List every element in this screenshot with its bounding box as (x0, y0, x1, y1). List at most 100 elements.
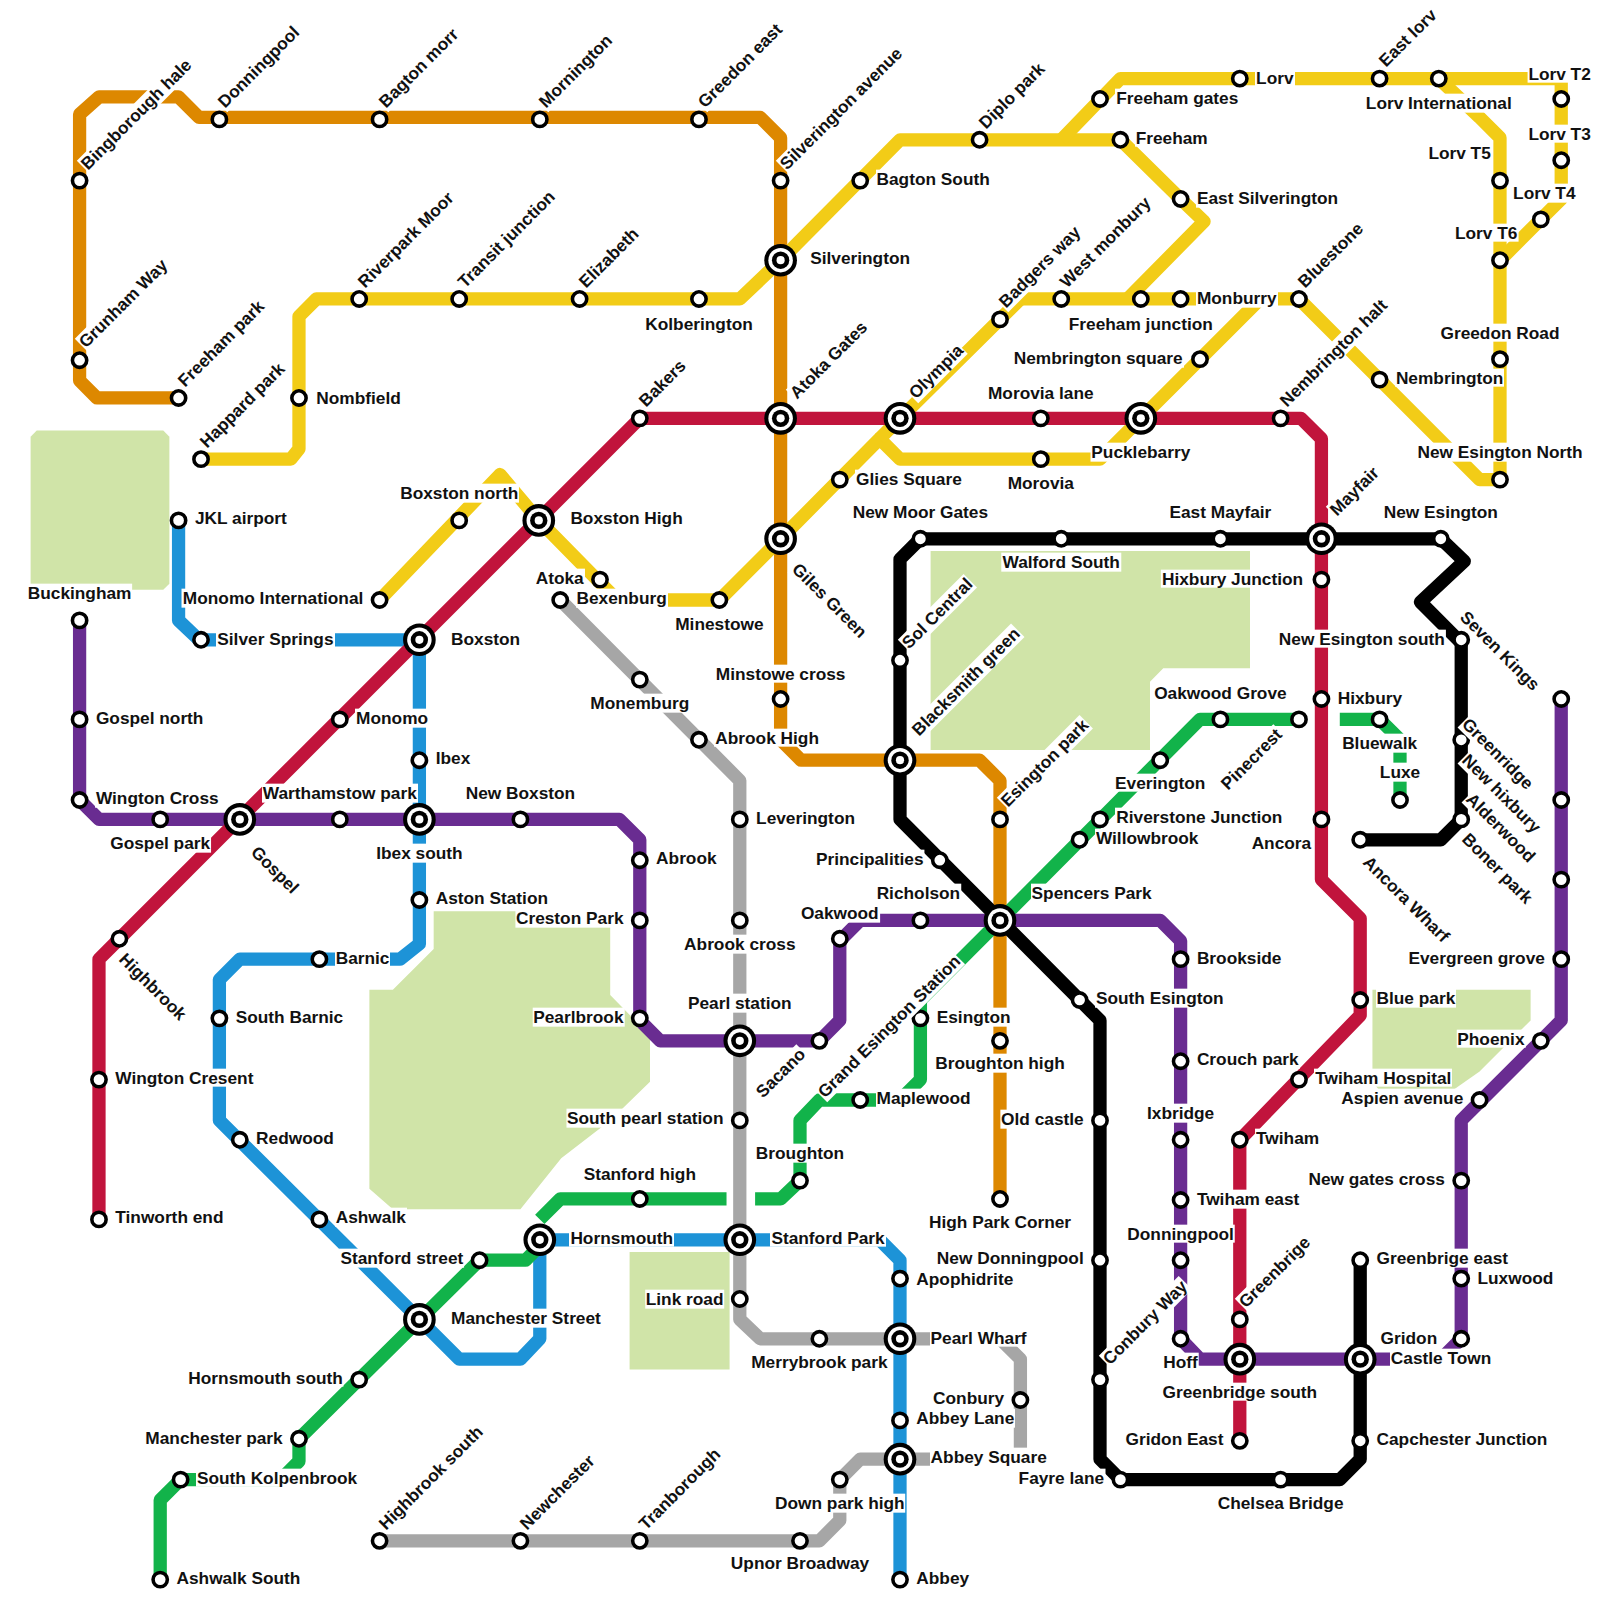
station-marker (1093, 1372, 1107, 1386)
station-marker (933, 853, 947, 867)
station-marker (312, 1212, 326, 1226)
station-label: Monomo International (182, 589, 364, 608)
interchange-marker (777, 256, 785, 264)
station-label: Brookside (1196, 949, 1283, 968)
station-marker (733, 1292, 747, 1306)
station-label: Redwood (255, 1128, 335, 1147)
station-label: New Esington North (1416, 443, 1583, 462)
interchange-marker (731, 1231, 748, 1248)
station-marker (733, 913, 747, 927)
interchange-marker (407, 1307, 431, 1331)
station-marker (1173, 1054, 1187, 1068)
station-label: Boxston (450, 629, 521, 648)
station-label: Freeham park (173, 296, 268, 391)
station-label: East Silverington (1196, 189, 1339, 208)
station-label: Donningpool (1126, 1224, 1235, 1243)
station-label: Bakers (635, 356, 690, 411)
station-label: Greenbrige (1235, 1232, 1315, 1312)
station-label: Upnor Broadway (730, 1554, 870, 1573)
station-marker (212, 112, 226, 126)
interchange-marker (764, 244, 797, 277)
station-label: New Esington south (1278, 629, 1446, 648)
station-marker (1472, 1093, 1486, 1107)
interchange-marker (888, 406, 912, 430)
station-marker (1013, 1393, 1027, 1407)
interchange-marker (1309, 527, 1333, 551)
interchange-marker (728, 1228, 752, 1252)
station-marker (1093, 812, 1107, 826)
station-marker (1072, 993, 1086, 1007)
station-label: Oakwood (800, 904, 880, 923)
interchange-marker (528, 1228, 552, 1252)
station-marker (1233, 71, 1247, 85)
station-marker (1273, 1472, 1287, 1486)
interchange-marker (888, 1327, 912, 1351)
station-marker (513, 1534, 527, 1548)
interchange-marker (723, 1223, 756, 1256)
station-marker (692, 292, 706, 306)
station-label: Glies Square (855, 469, 963, 488)
station-marker (1493, 253, 1507, 267)
station-marker (1432, 71, 1446, 85)
interchange-marker (996, 916, 1004, 924)
interchange-marker (764, 522, 797, 555)
station-label: Abbey Square (930, 1448, 1048, 1467)
station-marker (452, 513, 466, 527)
interchange-marker (884, 1443, 917, 1476)
station-label: Chelsea Bridge (1217, 1494, 1345, 1513)
station-marker (1213, 532, 1227, 546)
station-label: Barnic (335, 949, 391, 968)
station-marker (633, 913, 647, 927)
interchange-marker (236, 815, 244, 823)
station-marker (1093, 1253, 1107, 1267)
station-label: Hoff (1162, 1353, 1199, 1372)
station-label: Olympia (905, 340, 968, 403)
station-marker (633, 1192, 647, 1206)
interchange-marker (891, 1451, 908, 1468)
station-marker (972, 133, 986, 147)
station-label: South Esington (1095, 989, 1225, 1008)
station-marker (1314, 572, 1328, 586)
station-label: Hornsmouth (569, 1228, 674, 1247)
station-label: Gospel (247, 842, 303, 898)
station-label: Merrybrook park (750, 1353, 888, 1372)
station-marker (1233, 1312, 1247, 1326)
station-marker (1113, 1472, 1127, 1486)
station-label: Greedon Road (1439, 323, 1560, 342)
station-marker (1273, 411, 1287, 425)
station-marker (1113, 133, 1127, 147)
interchange-marker (772, 530, 789, 547)
interchange-marker (888, 1447, 912, 1471)
station-label: Lorv T3 (1527, 124, 1591, 143)
station-marker (1233, 1133, 1247, 1147)
interchange-marker (415, 636, 423, 644)
station-label: Nembrington (1395, 368, 1505, 387)
station-marker (1193, 352, 1207, 366)
station-label: Bingborough hale (77, 54, 196, 173)
station-marker (773, 173, 787, 187)
metro-line (900, 539, 1360, 1480)
station-label: Transit junction (454, 186, 560, 292)
station-marker (733, 1113, 747, 1127)
station-marker (1292, 292, 1306, 306)
station-marker (212, 1011, 226, 1025)
station-marker (333, 812, 347, 826)
interchange-marker (1236, 1355, 1244, 1363)
station-label: Pinecrest (1216, 724, 1286, 794)
interchange-marker (1129, 406, 1153, 430)
station-marker (1173, 292, 1187, 306)
interchange-marker (896, 1335, 904, 1343)
station-label: Twiham (1255, 1128, 1320, 1147)
park-area (630, 1252, 730, 1369)
metro-line (1061, 79, 1561, 261)
station-label: Castle Town (1390, 1349, 1493, 1368)
station-label: Old castle (1000, 1110, 1085, 1129)
station-marker (1454, 1271, 1468, 1285)
interchange-marker (891, 752, 908, 769)
station-label: Highbrook (114, 949, 190, 1025)
station-marker (412, 753, 426, 767)
station-marker (1173, 192, 1187, 206)
interchange-marker (403, 623, 436, 656)
station-marker (1534, 1034, 1548, 1048)
station-label: Mayfair (1326, 463, 1383, 520)
